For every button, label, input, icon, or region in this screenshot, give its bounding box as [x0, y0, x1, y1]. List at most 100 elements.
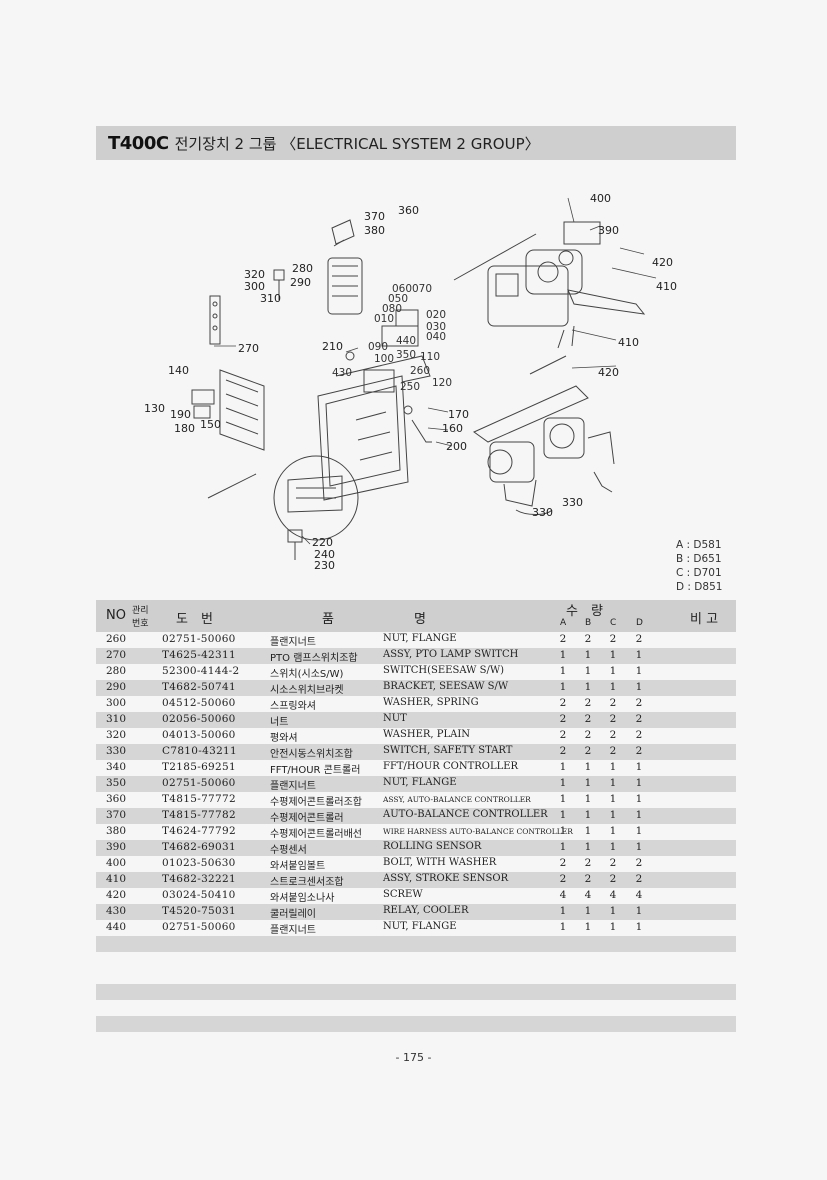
cell-no: 390 [106, 841, 127, 853]
cell-qty-c: 1 [609, 681, 617, 693]
cell-name-english: BOLT, WITH WASHER [383, 857, 497, 868]
cell-name-korean: FFT/HOUR 콘트롤러 [270, 765, 361, 776]
callout-250: 250 [400, 381, 421, 393]
cell-name-english: SCREW [383, 889, 423, 900]
cell-name-english: ASSY, AUTO-BALANCE CONTROLLER [383, 795, 531, 804]
callout-010: 010 [374, 313, 395, 325]
cell-qty-b: 1 [584, 761, 592, 773]
blank-row [96, 1016, 736, 1032]
cell-qty-d: 1 [635, 793, 643, 805]
model-name: T400C [108, 132, 169, 154]
callout-260: 260 [410, 365, 431, 377]
cell-no: 350 [106, 777, 127, 789]
cell-no: 410 [106, 873, 127, 885]
callout-040: 040 [426, 331, 447, 343]
callout-180: 180 [174, 422, 195, 435]
cell-qty-a: 1 [559, 761, 567, 773]
header-qty-c: C [610, 618, 617, 628]
cell-qty-b: 1 [584, 777, 592, 789]
cell-name-english: WASHER, PLAIN [383, 729, 471, 740]
cell-qty-c: 2 [609, 745, 617, 757]
callout-120: 120 [432, 377, 453, 389]
cell-qty-c: 4 [609, 889, 617, 901]
cell-no: 420 [106, 889, 127, 901]
cell-no: 260 [106, 633, 127, 645]
cell-qty-d: 4 [635, 889, 643, 901]
cell-name-korean: 스위치(시소S/W) [270, 669, 344, 680]
cell-qty-a: 4 [559, 889, 567, 901]
cell-qty-a: 2 [559, 729, 567, 741]
callout-330: 330 [562, 496, 583, 509]
cell-qty-c: 2 [609, 873, 617, 885]
cell-qty-c: 1 [609, 793, 617, 805]
header-qty-b: B [585, 618, 592, 628]
cell-qty-c: 2 [609, 633, 617, 645]
cell-part-number: 04512-50060 [162, 697, 236, 709]
cell-name-english: NUT [383, 713, 407, 724]
cell-name-korean: 수평제어콘트롤러조합 [270, 797, 362, 808]
section-title-bar: T400C 전기장치 2 그룹 〈ELECTRICAL SYSTEM 2 GRO… [96, 126, 736, 160]
blank-row [96, 984, 736, 1000]
callout-410-b: 410 [618, 336, 639, 349]
cell-part-number: T4682-50741 [162, 681, 236, 693]
cell-qty-c: 1 [609, 761, 617, 773]
cell-qty-d: 2 [635, 745, 643, 757]
cell-qty-d: 1 [635, 905, 643, 917]
callout-420-b: 420 [598, 366, 619, 379]
cell-name-english: RELAY, COOLER [383, 905, 469, 916]
callout-420: 420 [652, 256, 673, 269]
cell-qty-d: 1 [635, 761, 643, 773]
cell-qty-b: 2 [584, 729, 592, 741]
cell-name-english: NUT, FLANGE [383, 777, 457, 788]
cell-qty-a: 1 [559, 825, 567, 837]
header-qty-d: D [636, 618, 643, 628]
cell-name-korean: 안전시동스위치조합 [270, 749, 353, 760]
cell-qty-c: 1 [609, 825, 617, 837]
callout-060: 060 [392, 283, 413, 295]
cell-qty-b: 2 [584, 713, 592, 725]
header-mgmt-bottom: 번호 [132, 619, 149, 629]
cell-qty-c: 2 [609, 729, 617, 741]
callout-070: 070 [412, 283, 433, 295]
cell-name-korean: PTO 램프스위치조합 [270, 653, 358, 664]
cell-no: 440 [106, 921, 127, 933]
cell-qty-d: 1 [635, 777, 643, 789]
section-title: 전기장치 2 그룹 〈ELECTRICAL SYSTEM 2 GROUP〉 [174, 134, 540, 153]
cell-qty-c: 2 [609, 697, 617, 709]
detail-circle-drawing [273, 455, 359, 560]
callout-360: 360 [398, 204, 419, 217]
hydraulic-housing-drawing [453, 221, 646, 375]
cell-part-number: 03024-50410 [162, 889, 236, 901]
cell-part-number: 02751-50060 [162, 633, 236, 645]
callout-290: 290 [290, 276, 311, 289]
cell-qty-c: 1 [609, 905, 617, 917]
cell-name-korean: 스트로크센서조합 [270, 877, 344, 888]
cell-qty-d: 2 [635, 697, 643, 709]
cell-qty-c: 1 [609, 921, 617, 933]
sensor-assembly-drawing [473, 385, 615, 515]
callout-200: 200 [446, 440, 467, 453]
parts-illustration [191, 197, 657, 560]
cell-name-english: ASSY, PTO LAMP SWITCH [383, 649, 519, 660]
cell-part-number: 02751-50060 [162, 921, 236, 933]
callout-240: 240 [314, 548, 335, 561]
cell-no: 400 [106, 857, 127, 869]
header-name-kr: 품 [322, 612, 334, 627]
callout-220: 220 [312, 536, 333, 549]
cell-qty-a: 1 [559, 793, 567, 805]
callout-170: 170 [448, 408, 469, 421]
cell-qty-b: 2 [584, 857, 592, 869]
callout-380: 380 [364, 224, 385, 237]
callout-080: 080 [382, 303, 403, 315]
cell-qty-a: 1 [559, 905, 567, 917]
callout-320: 320 [244, 268, 265, 281]
